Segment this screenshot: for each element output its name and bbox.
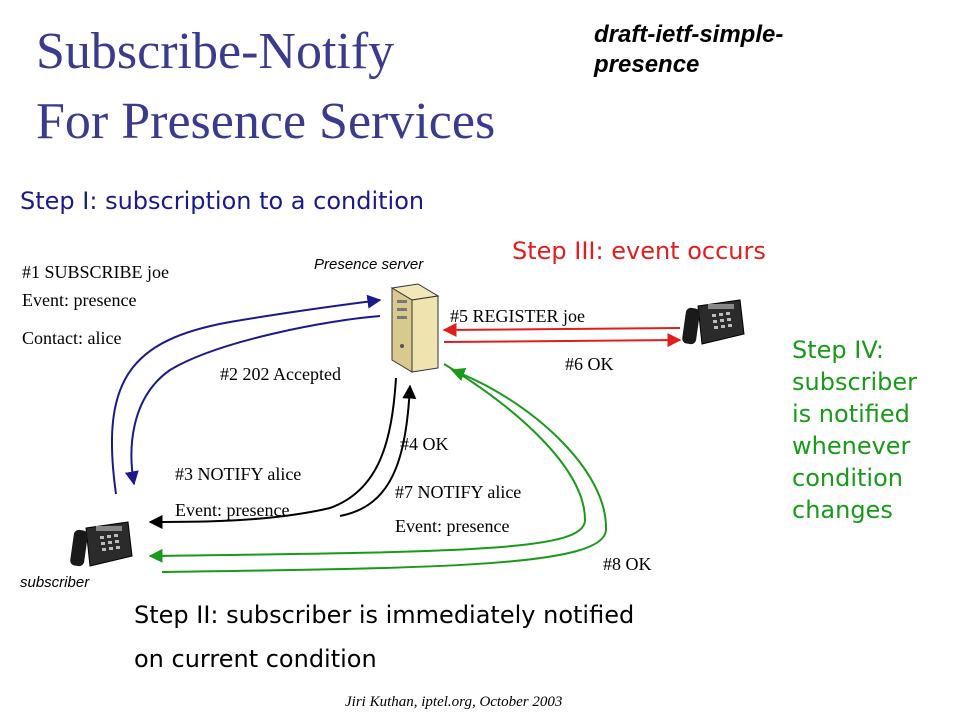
msg-6: #6 OK <box>565 354 614 374</box>
joe-phone-icon <box>682 299 745 345</box>
step-4-line: condition <box>792 464 903 492</box>
subscribe-arrow <box>110 294 382 495</box>
step-2-line-1: Step II: subscriber is immediately notif… <box>134 601 635 629</box>
step-4-line: subscriber <box>792 368 918 396</box>
title-line-1: Subscribe-Notify <box>36 23 395 80</box>
subscriber-label: subscriber <box>20 574 90 591</box>
title-line-2: For Presence Services <box>36 93 496 150</box>
draft-label-line-2: presence <box>594 51 700 78</box>
register-arrow <box>442 322 681 337</box>
subscriber-phone-icon <box>70 521 133 567</box>
msg-1-line-1: #1 SUBSCRIBE joe <box>22 262 170 282</box>
step-3-text: Step III: event occurs <box>512 237 766 265</box>
notify-arrow <box>148 377 397 529</box>
event-ok-arrow <box>161 367 608 573</box>
step-4-line: Step IV: <box>792 336 884 364</box>
msg-7-line-1: #7 NOTIFY alice <box>395 482 522 502</box>
msg-3-line-2: Event: presence <box>175 500 290 520</box>
msg-5: #5 REGISTER joe <box>450 306 585 326</box>
msg-4: #4 OK <box>400 434 449 454</box>
ok-arrow <box>339 384 417 517</box>
msg-1-line-3: Contact: alice <box>22 328 122 348</box>
step-2-line-2: on current condition <box>134 645 377 673</box>
presence-server-icon <box>390 283 440 373</box>
event-notify-arrow <box>148 363 587 563</box>
step-4-line: whenever <box>792 432 911 460</box>
footer-credit: Jiri Kuthan, iptel.org, October 2003 <box>345 694 563 710</box>
msg-3-line-1: #3 NOTIFY alice <box>175 464 302 484</box>
step-4-line: changes <box>792 496 893 524</box>
draft-label-line-1: draft-ietf-simple- <box>594 21 784 48</box>
step-4-text: Step IV: subscriber is notified whenever… <box>792 334 917 526</box>
msg-1-line-2: Event: presence <box>22 290 137 310</box>
register-ok-arrow <box>443 333 682 348</box>
draft-label: draft-ietf-simple- presence <box>594 20 854 80</box>
step-1-text: Step I: subscription to a condition <box>20 187 425 215</box>
accepted-arrow <box>124 315 381 486</box>
presence-server-label: Presence server <box>314 256 424 273</box>
step-4-line: is notified <box>792 400 910 428</box>
msg-7-line-2: Event: presence <box>395 516 510 536</box>
msg-8: #8 OK <box>603 554 652 574</box>
msg-2: #2 202 Accepted <box>220 364 341 384</box>
